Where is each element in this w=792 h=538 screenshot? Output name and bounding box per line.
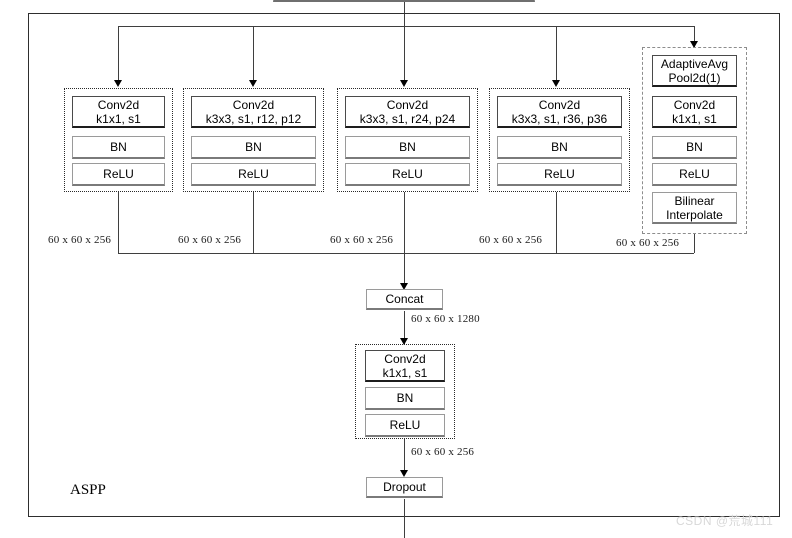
branch-1-input-leg	[118, 26, 119, 81]
csdn-watermark: CSDN @荒城111	[676, 514, 774, 528]
branch-2-input-arrow	[249, 80, 257, 87]
merge-bus	[118, 253, 694, 254]
branch-5-output-leg	[694, 234, 695, 253]
branch-3-node-2: ReLU	[345, 163, 470, 186]
projection-node-1: BN	[365, 387, 445, 410]
branch-5-group	[642, 47, 747, 234]
branch-2-node-0: Conv2d k3x3, s1, r12, p12	[191, 96, 316, 128]
branch-4-node-0: Conv2d k3x3, s1, r36, p36	[497, 96, 622, 128]
branch-2-group	[183, 88, 324, 192]
branch-4-output-dim: 60 x 60 x 256	[479, 234, 543, 246]
projection-output-dim: 60 x 60 x 256	[411, 446, 475, 458]
branch-5-node-4: Bilinear Interpolate	[652, 192, 737, 224]
concat-input-arrow	[400, 283, 408, 290]
branch-4-node-2: ReLU	[497, 163, 622, 186]
branch-5-output-dim: 60 x 60 x 256	[616, 237, 680, 249]
projection-input-arrow	[400, 338, 408, 345]
branch-3-node-0: Conv2d k3x3, s1, r24, p24	[345, 96, 470, 128]
branch-2-output-dim: 60 x 60 x 256	[178, 234, 242, 246]
branch-2-input-leg	[253, 26, 254, 81]
branch-1-input-arrow	[114, 80, 122, 87]
branch-4-output-leg	[556, 192, 557, 253]
branch-3-input-arrow	[400, 80, 408, 87]
branch-2-node-1: BN	[191, 136, 316, 159]
branch-3-group	[337, 88, 478, 192]
branch-1-output-dim: 60 x 60 x 256	[48, 234, 112, 246]
concat-output-line	[404, 311, 405, 344]
concat-input-line	[404, 253, 405, 285]
branch-5-node-2: BN	[652, 136, 737, 159]
branch-5-input-arrow	[690, 41, 698, 48]
branch-4-node-1: BN	[497, 136, 622, 159]
concat-output-dim: 60 x 60 x 1280	[411, 313, 480, 325]
projection-group	[355, 344, 455, 439]
branch-4-input-arrow	[552, 80, 560, 87]
branch-1-node-2: ReLU	[72, 163, 165, 186]
input-trunk-line	[404, 2, 405, 26]
branch-5-node-3: ReLU	[652, 163, 737, 186]
branch-1-group	[64, 88, 173, 192]
dropout-input-arrow	[400, 470, 408, 477]
branch-5-node-0: AdaptiveAvg Pool2d(1)	[652, 55, 737, 87]
concat-node: Concat	[366, 289, 443, 310]
distribution-bus	[118, 26, 694, 27]
projection-output-line	[404, 439, 405, 475]
branch-3-input-leg	[404, 26, 405, 81]
branch-1-output-leg	[118, 192, 119, 253]
branch-4-input-leg	[556, 26, 557, 81]
projection-node-2: ReLU	[365, 414, 445, 437]
branch-2-output-leg	[253, 192, 254, 253]
branch-2-node-2: ReLU	[191, 163, 316, 186]
dropout-output-line	[404, 499, 405, 538]
dropout-node: Dropout	[366, 477, 443, 498]
branch-3-node-1: BN	[345, 136, 470, 159]
branch-5-input-leg	[694, 26, 695, 48]
branch-3-output-leg	[404, 192, 405, 253]
projection-node-0: Conv2d k1x1, s1	[365, 350, 445, 382]
branch-5-node-1: Conv2d k1x1, s1	[652, 96, 737, 128]
branch-4-group	[489, 88, 630, 192]
branch-3-output-dim: 60 x 60 x 256	[330, 234, 394, 246]
branch-1-node-0: Conv2d k1x1, s1	[72, 96, 165, 128]
incoming-feature-box-clipped	[273, 0, 535, 2]
branch-1-node-1: BN	[72, 136, 165, 159]
aspp-container-label: ASPP	[70, 482, 106, 498]
